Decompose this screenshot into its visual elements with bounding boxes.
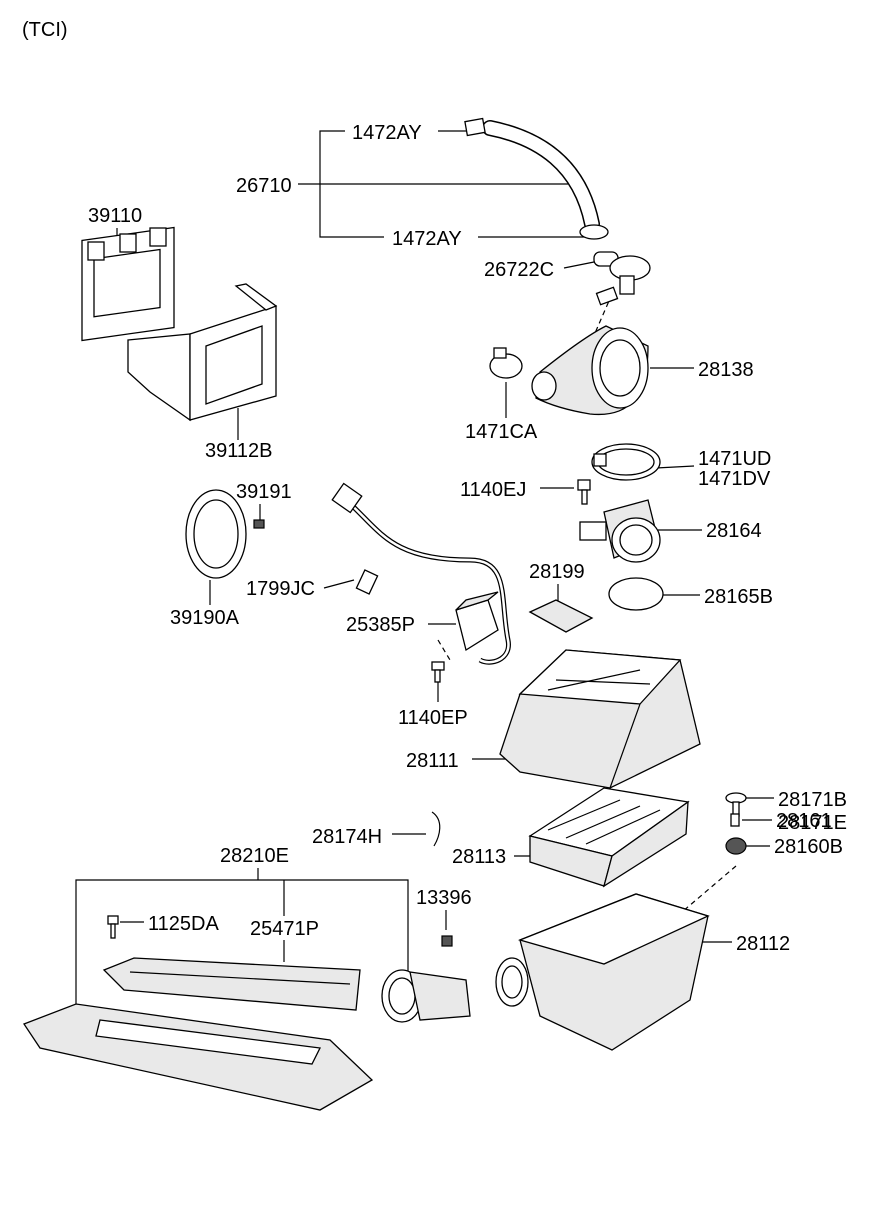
module-25385P	[455, 591, 499, 652]
label-39112B: 39112B	[205, 440, 272, 462]
air-cleaner-case-28112	[495, 893, 710, 1051]
label-26710: 26710	[236, 175, 292, 197]
label-28199: 28199	[529, 561, 585, 583]
airflow-sensor-28164	[579, 499, 661, 563]
air-cleaner-cover-28111	[499, 649, 701, 789]
grommet-28160B	[725, 837, 747, 855]
clamp-ring-1471UD	[591, 443, 661, 481]
label-1140EP: 1140EP	[398, 707, 468, 729]
variant-label: (TCI)	[22, 19, 68, 41]
label-1799JC: 1799JC	[246, 578, 315, 600]
label-28138: 28138	[698, 359, 754, 381]
label-28112: 28112	[736, 933, 790, 955]
label-28171E: 28171E	[778, 812, 847, 834]
label-28210E: 28210E	[220, 845, 289, 867]
gasket-28165B	[608, 577, 664, 611]
label-1140EJ: 1140EJ	[460, 479, 526, 501]
label-28161-visible: 28161	[776, 810, 832, 832]
bushing-28161	[730, 813, 740, 827]
label-39190A: 39190A	[170, 607, 240, 629]
bracket-39112B	[127, 283, 278, 422]
label-1471DV: 1471DV	[698, 468, 771, 490]
label-1472AY-bottom: 1472AY	[392, 228, 462, 250]
connector-26722C	[593, 251, 651, 306]
bolt-1140EJ	[577, 479, 591, 505]
clamp-1471CA	[489, 347, 523, 379]
label-28164: 28164	[706, 520, 762, 542]
filter-element-28113	[528, 787, 690, 888]
air-duct-28138	[531, 325, 649, 416]
label-28111: 28111	[406, 750, 459, 772]
label-1471CA: 1471CA	[465, 421, 538, 443]
label-25471P: 25471P	[250, 918, 319, 940]
label-28113: 28113	[452, 846, 506, 868]
label-28160B: 28160B	[774, 836, 843, 858]
leader-lines	[75, 130, 774, 1010]
duct-25471P	[102, 957, 361, 1011]
ring-39190A	[185, 489, 247, 579]
intake-hose	[381, 935, 471, 1023]
label-sheet-28199	[528, 599, 594, 633]
bolt-1140EP	[431, 661, 445, 683]
ecu-39110	[81, 226, 175, 342]
label-28174H: 28174H	[312, 826, 382, 848]
label-13396: 13396	[416, 887, 472, 909]
label-28171B: 28171B	[778, 789, 847, 811]
clip-28174H	[431, 811, 441, 847]
label-39191: 39191	[236, 481, 292, 503]
air-guide-28210E	[23, 1003, 374, 1111]
label-1125DA: 1125DA	[148, 913, 219, 935]
label-25385P: 25385P	[346, 614, 415, 636]
bolt-39191	[253, 519, 265, 529]
label-39110: 39110	[88, 205, 142, 227]
label-26722C: 26722C	[484, 259, 554, 281]
screw-1125DA	[107, 915, 119, 939]
label-28165B: 28165B	[704, 586, 773, 608]
label-1471UD: 1471UD	[698, 448, 771, 470]
bolt-28171B	[725, 792, 747, 817]
hose-26710	[464, 117, 609, 240]
wire-harness	[331, 482, 511, 665]
label-1472AY-top: 1472AY	[352, 122, 422, 144]
